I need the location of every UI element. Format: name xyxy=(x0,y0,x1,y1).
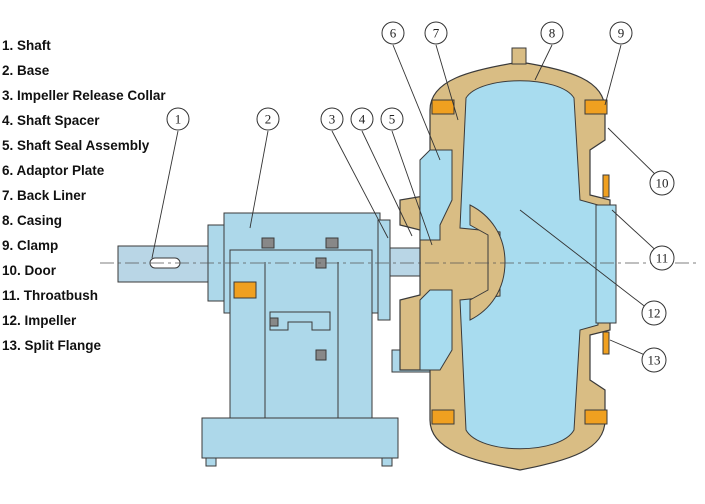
callout-9-label: 9 xyxy=(618,26,625,41)
callout-7: 7 xyxy=(424,21,448,45)
back-liner xyxy=(419,149,453,371)
impeller xyxy=(469,204,506,321)
callout-6: 6 xyxy=(381,21,405,45)
callout-13-label: 13 xyxy=(648,353,661,368)
legend-item-impeller: 12. Impeller xyxy=(2,313,77,328)
legend-item-throatbush: 11. Throatbush xyxy=(2,288,99,303)
callout-5: 5 xyxy=(380,107,404,131)
callout-3: 3 xyxy=(320,107,344,131)
legend-item-split-flange: 13. Split Flange xyxy=(2,338,102,353)
callout-10: 10 xyxy=(649,170,675,196)
callout-4: 4 xyxy=(350,107,374,131)
callout-12: 12 xyxy=(641,300,667,326)
legend-item-shaft-spacer: 4. Shaft Spacer xyxy=(2,113,100,128)
callout-7-label: 7 xyxy=(433,26,440,41)
legend-item-impeller-release-collar: 3. Impeller Release Collar xyxy=(2,88,166,103)
callout-11-label: 11 xyxy=(656,251,669,266)
legend-item-adaptor-plate: 6. Adaptor Plate xyxy=(2,163,105,178)
parts-legend: 1. Shaft 2. Base 3. Impeller Release Col… xyxy=(2,36,192,361)
throatbush xyxy=(595,204,617,324)
callout-12-label: 12 xyxy=(648,306,661,321)
legend-item-casing: 8. Casing xyxy=(2,213,63,228)
base xyxy=(201,212,399,467)
legend-item-shaft-seal-assembly: 5. Shaft Seal Assembly xyxy=(2,138,150,153)
legend-item-shaft: 1. Shaft xyxy=(2,38,51,53)
callout-13: 13 xyxy=(641,347,667,373)
callout-3-label: 3 xyxy=(329,112,336,127)
callout-6-label: 6 xyxy=(390,26,397,41)
callout-4-label: 4 xyxy=(359,112,366,127)
callout-2-label: 2 xyxy=(265,112,272,127)
callout-10-label: 10 xyxy=(656,176,669,191)
callout-1-label: 1 xyxy=(175,112,182,127)
legend-item-clamp: 9. Clamp xyxy=(2,238,59,253)
legend-item-back-liner: 7. Back Liner xyxy=(2,188,87,203)
callout-8: 8 xyxy=(540,21,564,45)
callout-9: 9 xyxy=(609,21,633,45)
callout-2: 2 xyxy=(256,107,280,131)
callout-1: 1 xyxy=(166,107,190,131)
leader-lines xyxy=(151,44,663,359)
callout-8-label: 8 xyxy=(549,26,556,41)
callout-5-label: 5 xyxy=(389,112,396,127)
liner-volute xyxy=(459,80,599,450)
callout-11: 11 xyxy=(649,245,675,271)
legend-item-base: 2. Base xyxy=(2,63,50,78)
clamps xyxy=(431,99,610,425)
legend-item-door: 10. Door xyxy=(2,263,57,278)
